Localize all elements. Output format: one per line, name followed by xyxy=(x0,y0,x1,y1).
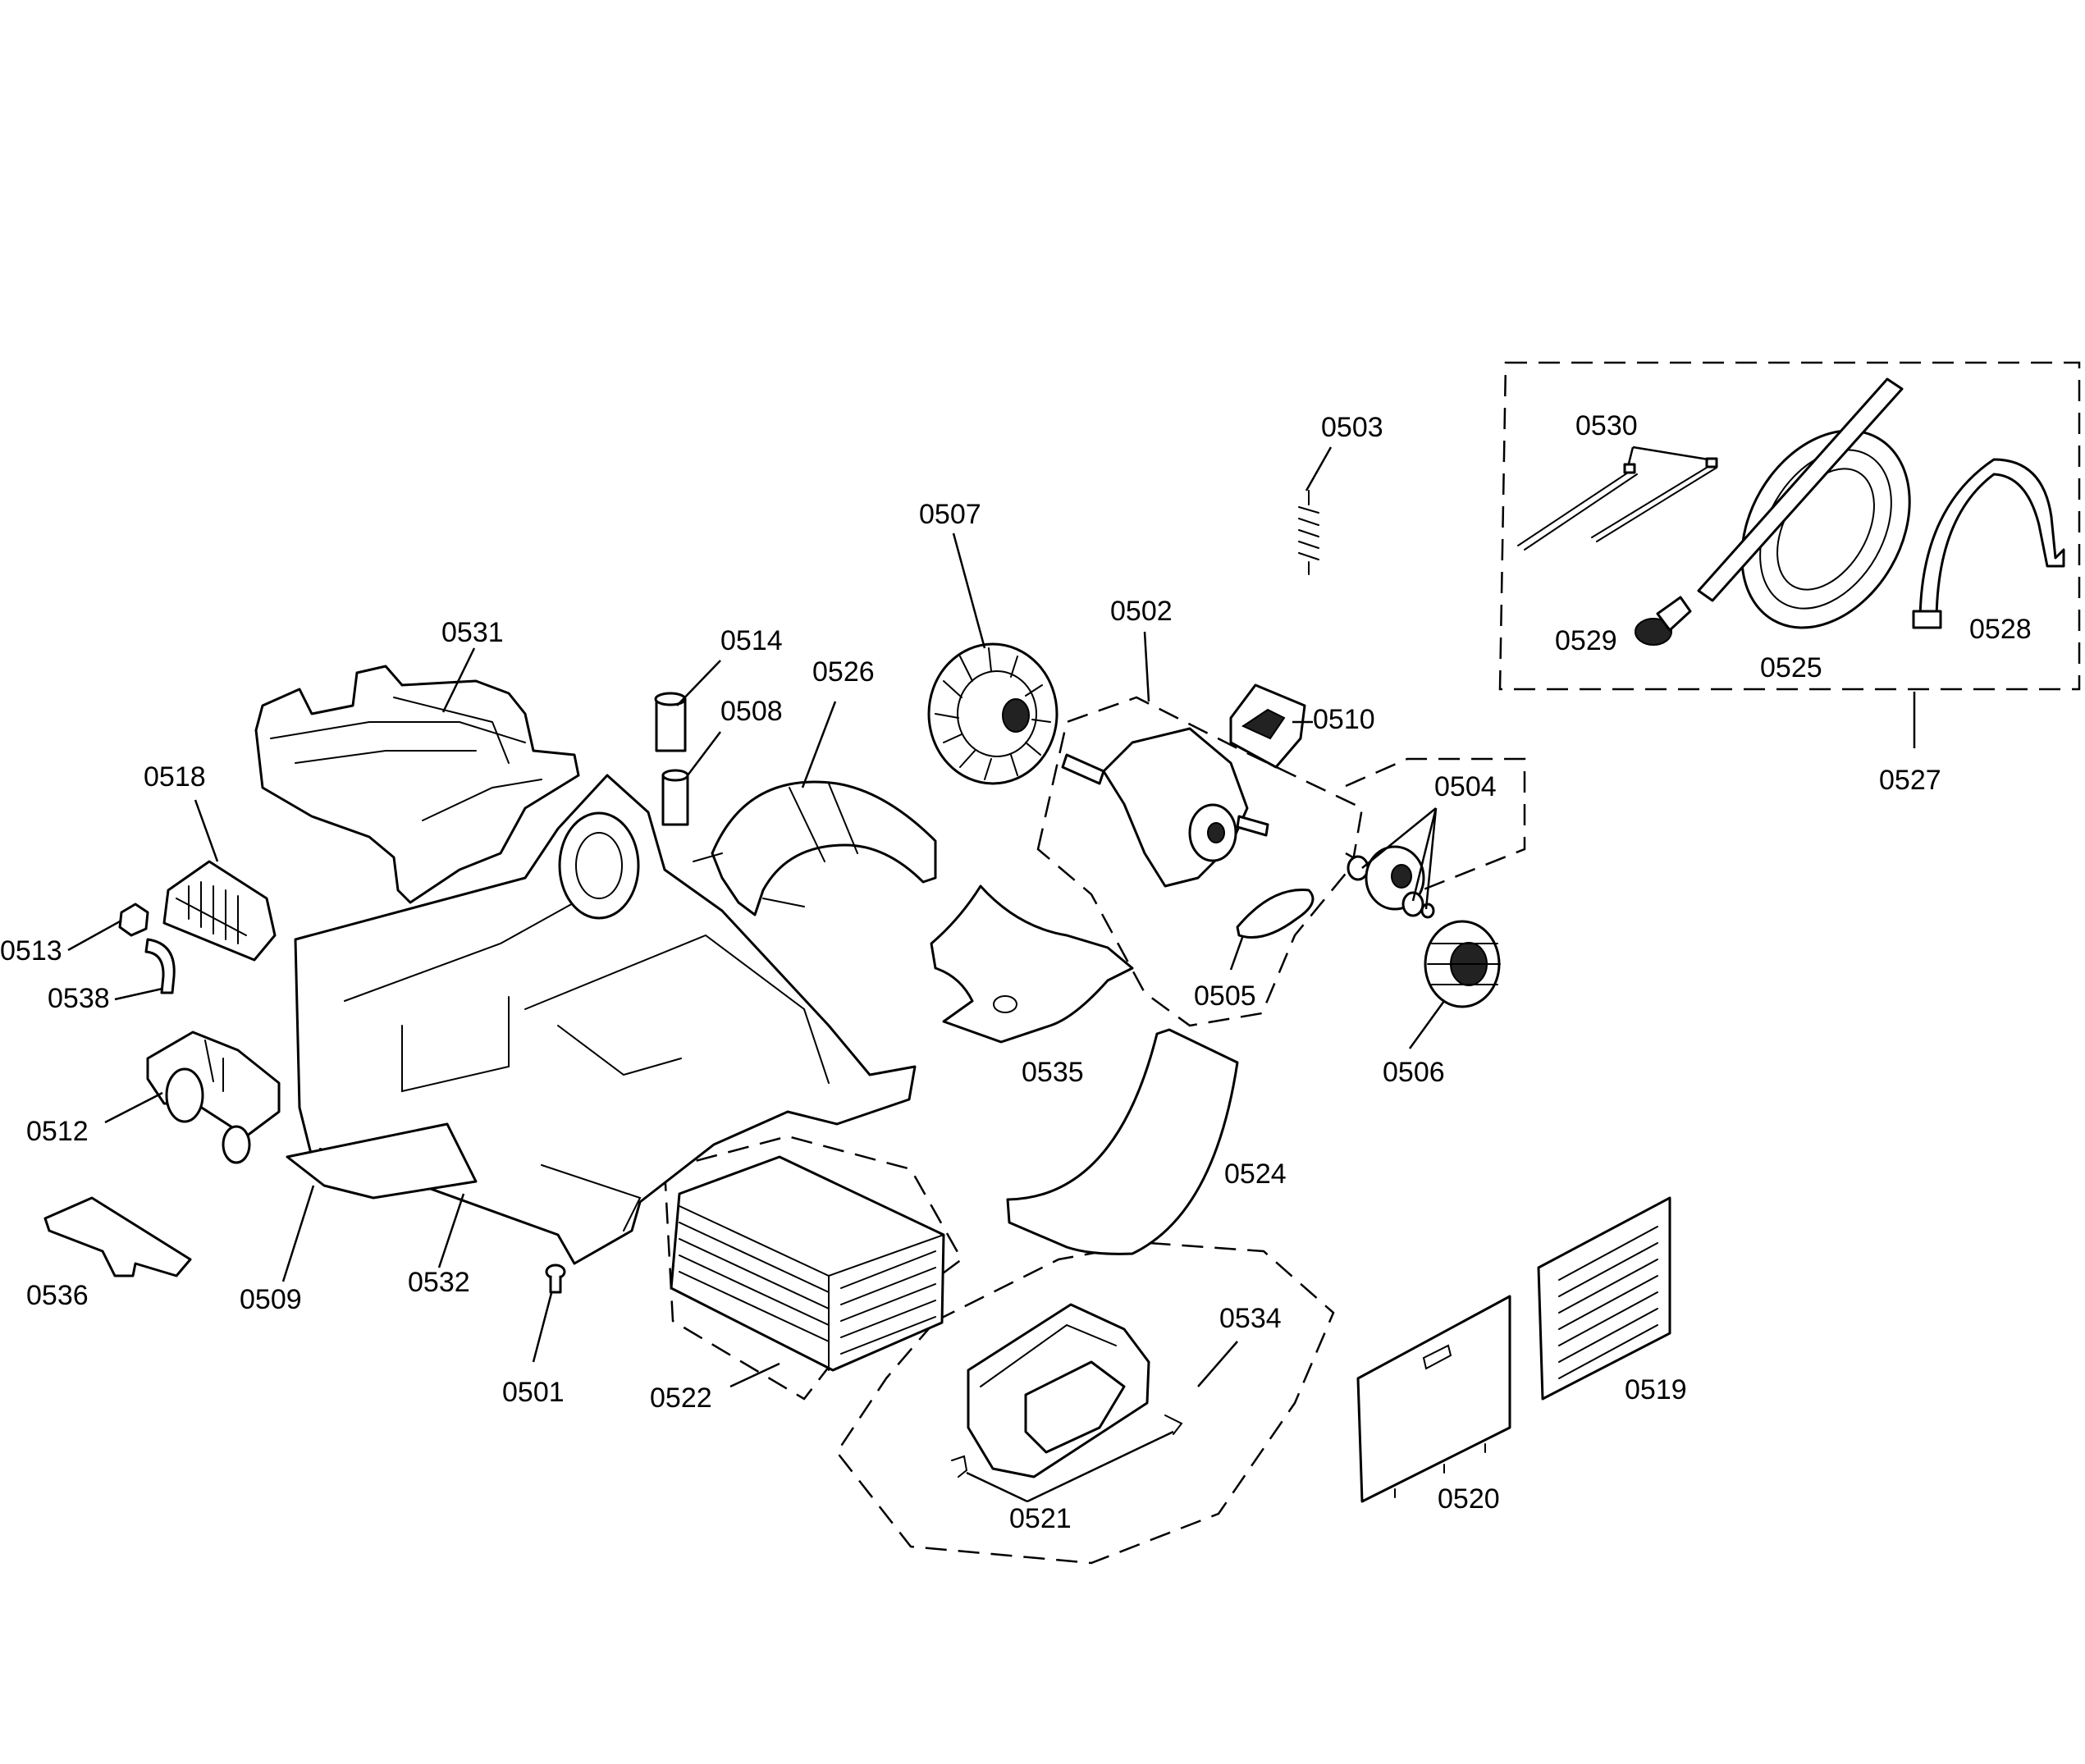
part-0531-duct-cover xyxy=(254,665,580,904)
label-0535: 0535 xyxy=(1022,1057,1084,1088)
label-0512: 0512 xyxy=(26,1116,89,1147)
label-0506: 0506 xyxy=(1383,1057,1445,1088)
part-0510-bracket xyxy=(1229,683,1306,769)
part-0521-clip xyxy=(951,1455,968,1478)
label-0525: 0525 xyxy=(1760,652,1822,683)
label-0520: 0520 xyxy=(1438,1483,1500,1515)
part-0502-motor xyxy=(1061,727,1269,888)
motor-group-frame xyxy=(1036,696,1364,1027)
label-0531: 0531 xyxy=(441,617,504,648)
part-0508-capacitor xyxy=(661,769,689,826)
label-0501: 0501 xyxy=(502,1377,565,1408)
part-0520-panel xyxy=(1356,1295,1511,1503)
leader-lines xyxy=(67,446,1916,1503)
part-0528-bracket xyxy=(1912,458,2065,629)
part-0526-drum-shell xyxy=(693,780,937,916)
part-0503-spring xyxy=(1298,490,1319,575)
part-0529-fitting xyxy=(1635,596,1692,646)
part-0536-plate xyxy=(43,1196,192,1277)
part-0505-belt xyxy=(1236,889,1315,939)
part-0522-condenser xyxy=(670,1155,945,1372)
label-0534: 0534 xyxy=(1219,1303,1282,1334)
label-0504: 0504 xyxy=(1434,771,1497,802)
label-0509: 0509 xyxy=(240,1284,302,1315)
label-0536: 0536 xyxy=(26,1280,89,1311)
kit-0527-frame xyxy=(1498,361,2081,691)
label-0513: 0513 xyxy=(0,935,62,967)
part-0509-tray xyxy=(286,1122,478,1200)
part-0506-fan-wheel xyxy=(1424,920,1501,1008)
part-0513-connector xyxy=(118,903,149,937)
label-0502: 0502 xyxy=(1110,596,1173,627)
label-0518: 0518 xyxy=(144,761,206,793)
label-0521: 0521 xyxy=(1009,1503,1072,1534)
label-0532: 0532 xyxy=(408,1267,470,1298)
part-0504-pulley-kit xyxy=(1347,845,1435,919)
label-0522: 0522 xyxy=(650,1382,712,1414)
part-0512-pump xyxy=(146,1031,281,1164)
label-0503: 0503 xyxy=(1321,412,1383,443)
part-0519-grille xyxy=(1537,1196,1671,1401)
label-0524: 0524 xyxy=(1224,1158,1287,1190)
part-0530-cable-ties xyxy=(1517,457,1718,551)
part-0524-seal xyxy=(1006,1028,1239,1255)
label-0508: 0508 xyxy=(720,696,783,727)
label-0527: 0527 xyxy=(1879,765,1941,796)
label-0510: 0510 xyxy=(1313,704,1375,735)
part-0535-duct xyxy=(930,884,1134,1044)
label-0538: 0538 xyxy=(48,983,110,1014)
part-0514-capacitor xyxy=(654,692,687,752)
part-labels: 0503 0530 0507 0502 0529 0528 0531 0514 … xyxy=(0,410,2032,1534)
label-0529: 0529 xyxy=(1555,625,1617,656)
part-0525-hose xyxy=(1697,377,1911,629)
label-0507: 0507 xyxy=(919,499,981,530)
part-0534-filter xyxy=(967,1303,1183,1478)
label-0519: 0519 xyxy=(1625,1374,1687,1405)
label-0514: 0514 xyxy=(720,625,783,656)
part-0507-blower-wheel xyxy=(927,642,1059,785)
part-0501-screw xyxy=(545,1264,566,1294)
label-0505: 0505 xyxy=(1194,980,1256,1012)
label-0530: 0530 xyxy=(1575,410,1638,441)
part-0538-hose xyxy=(144,938,176,994)
label-0528: 0528 xyxy=(1969,614,2032,645)
label-0526: 0526 xyxy=(812,656,875,688)
part-0518-box xyxy=(162,860,277,962)
